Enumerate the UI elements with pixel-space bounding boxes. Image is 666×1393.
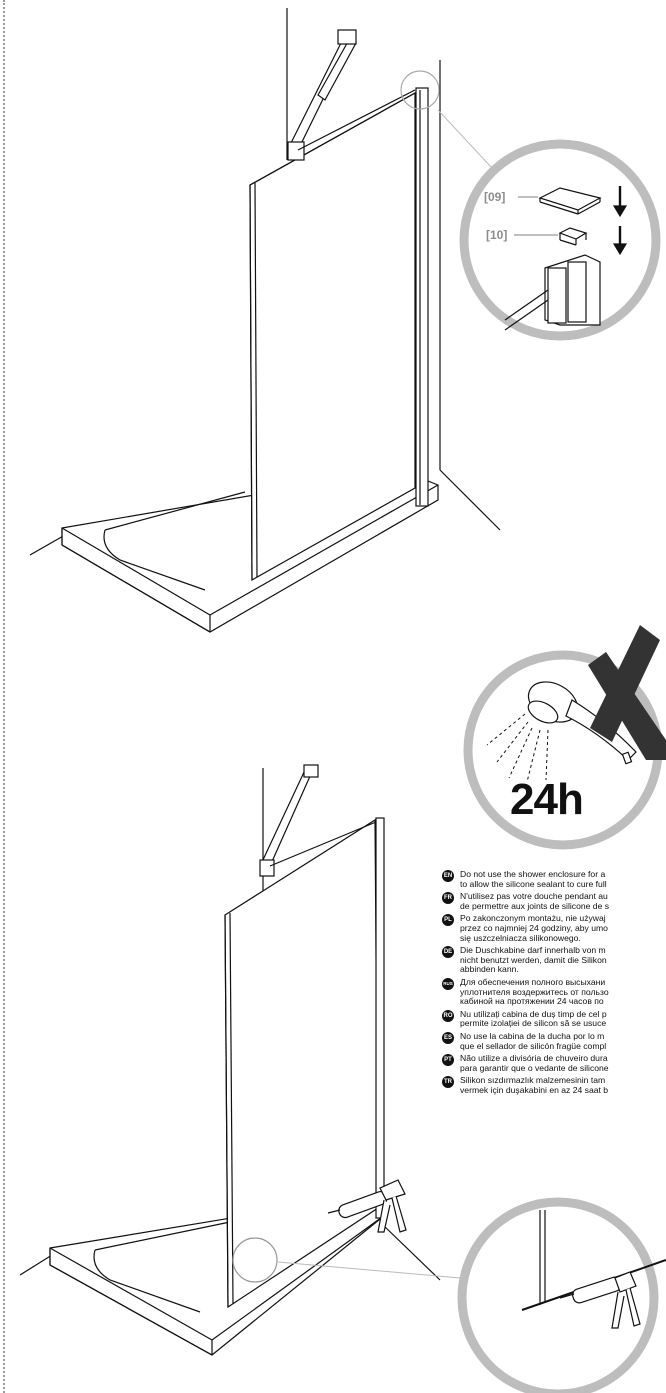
- instruction-row-de: DE Die Duschkabine darf innerhalb von m …: [442, 946, 666, 975]
- language-badge: PL: [442, 914, 454, 927]
- prohibited-x-icon: [588, 625, 666, 760]
- language-badge: ES: [442, 1031, 454, 1044]
- instruction-text: Для обеспечения полного высыхани уплотни…: [460, 977, 609, 1007]
- top-shower-scene: [29, 8, 661, 633]
- stabilizer-bar-bottom: [259, 764, 377, 877]
- instruction-text: Po zakonczonym montażu, nie używaj przez…: [460, 914, 608, 943]
- language-badge: RO: [442, 1009, 454, 1022]
- no-shower-24h-panel: [463, 625, 666, 850]
- instruction-text: Silikon sızdırmazlık malzemesinin tam ve…: [460, 1076, 609, 1095]
- language-badge: TR: [442, 1076, 454, 1089]
- instruction-row-en: EN Do not use the shower enclosure for a…: [442, 870, 666, 889]
- instruction-text: Do not use the shower enclosure for a to…: [460, 870, 607, 889]
- part-label-09: [09]: [484, 190, 506, 204]
- language-badge: FR: [442, 892, 454, 905]
- instruction-row-rus: RUS Для обеспечения полного высыхани упл…: [442, 977, 666, 1007]
- language-badge: RUS: [442, 977, 454, 990]
- detail-circle-top: [459, 139, 661, 341]
- glass-panel-bottom: [224, 818, 379, 1309]
- instruction-row-es: ES No use la cabina de la ducha por lo m…: [442, 1031, 666, 1051]
- detail-circle-bottom: [457, 1197, 666, 1393]
- instruction-row-pl: PL Po zakonczonym montażu, nie używaj pr…: [442, 914, 666, 943]
- instruction-text: Nu utilizați cabina de duș timp de cel p…: [460, 1009, 607, 1029]
- instruction-row-pt: PT Não utilize a divisória de chuveiro d…: [442, 1054, 666, 1073]
- language-badge: EN: [442, 870, 454, 882]
- instruction-text: Die Duschkabine darf innerhalb von m nic…: [460, 946, 607, 975]
- instruction-row-ro: RO Nu utilizați cabina de duș timp de ce…: [442, 1009, 666, 1029]
- silicone-gun-icon: [327, 1179, 407, 1233]
- shower-head-icon: [486, 681, 637, 783]
- part-label-10: [10]: [486, 228, 508, 242]
- instruction-text: No use la cabina de la ducha por lo m qu…: [460, 1031, 607, 1051]
- language-badge: DE: [442, 946, 454, 959]
- language-badge: PT: [442, 1054, 454, 1067]
- wall-profile-top: [415, 87, 429, 507]
- cure-instructions-list: EN Do not use the shower enclosure for a…: [442, 870, 666, 1098]
- glass-panel-top: [249, 91, 416, 582]
- page-dotted-edge: [3, 0, 5, 1393]
- instruction-text: N'utilisez pas votre douche pendant au d…: [460, 892, 610, 911]
- wall-profile-bottom: [375, 817, 385, 1219]
- instruction-row-fr: FR N'utilisez pas votre douche pendant a…: [442, 892, 666, 911]
- instruction-text: Não utilize a divisória de chuveiro dura…: [460, 1054, 609, 1073]
- cure-time-label: 24h: [510, 775, 584, 824]
- instruction-row-tr: TR Silikon sızdırmazlık malzemesinin tam…: [442, 1076, 666, 1095]
- stabilizer-bar-top: [287, 29, 416, 161]
- bottom-shower-scene: [19, 764, 666, 1393]
